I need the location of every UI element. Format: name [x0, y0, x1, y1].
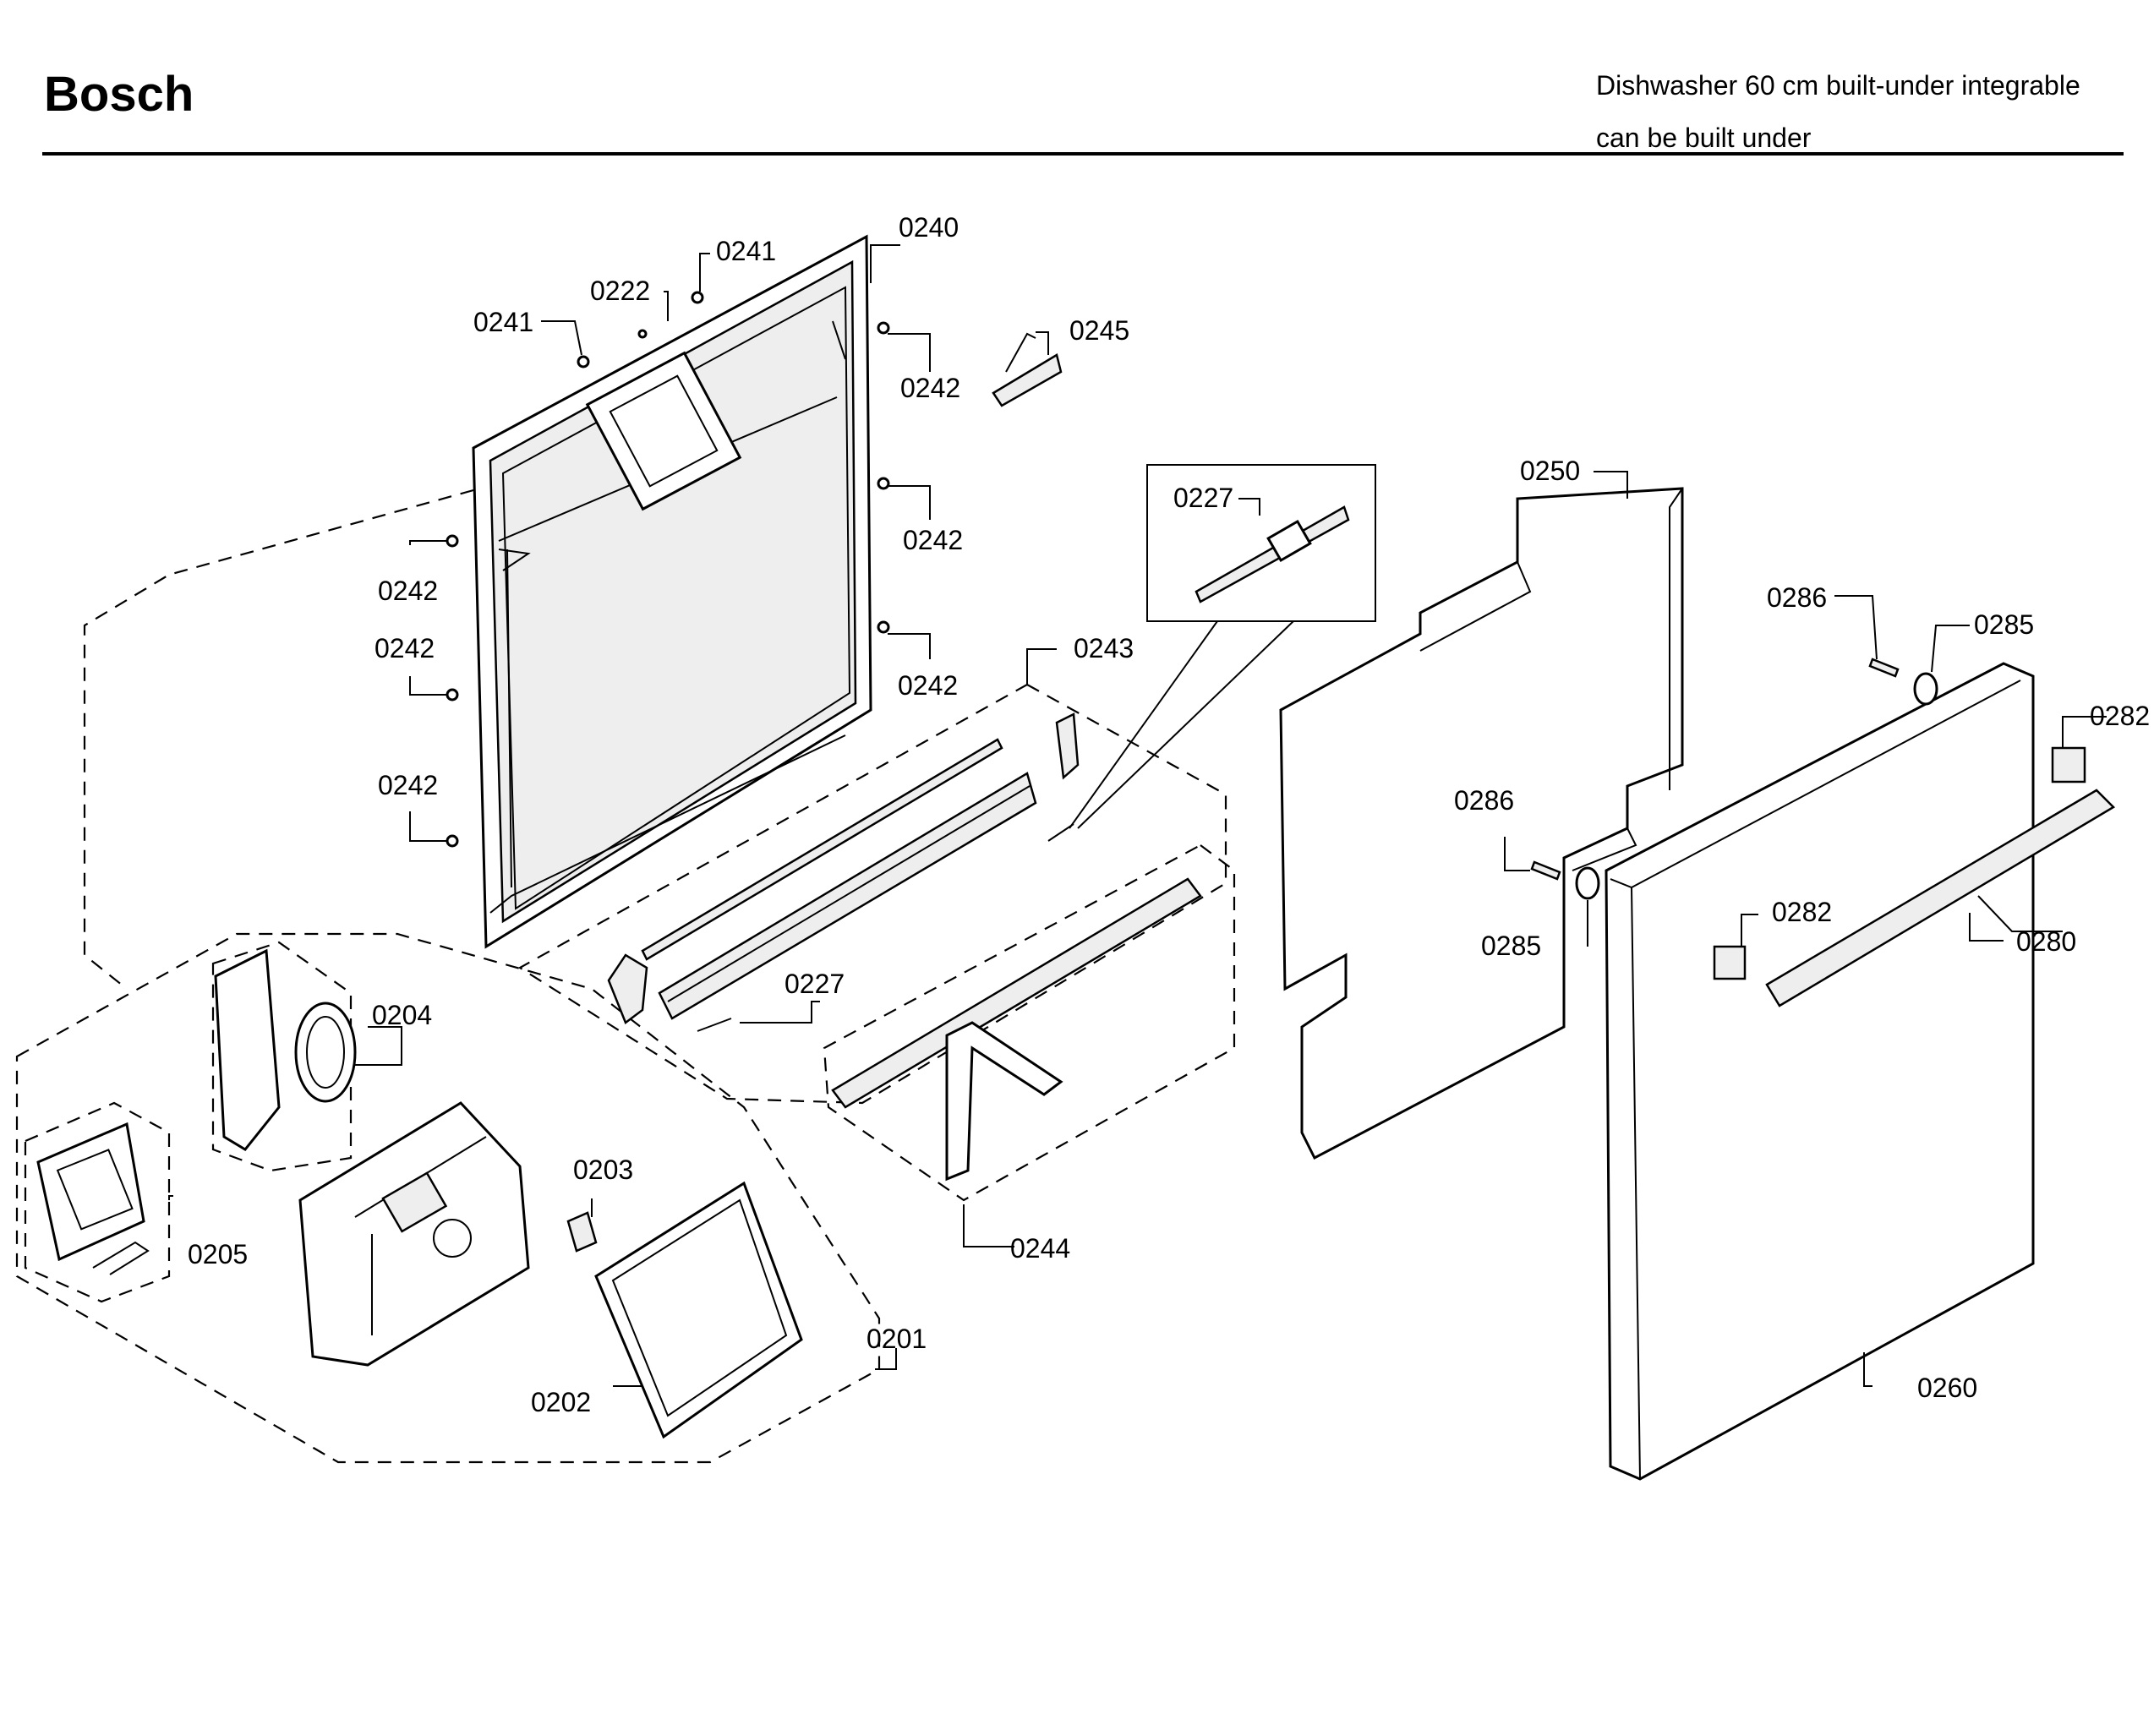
callout-0260: 0260	[1917, 1373, 1977, 1403]
inset-detail-0227	[1069, 464, 1376, 829]
callout-0245: 0245	[1069, 315, 1129, 346]
callout-0242-l1: 0242	[378, 576, 438, 606]
header-divider	[42, 152, 2124, 156]
callout-0201: 0201	[867, 1324, 927, 1354]
callout-labels: 0240 0241 0222 0241 0245 0242 0242 0242 …	[188, 212, 2150, 1417]
door-frame-0202	[594, 1181, 803, 1439]
model-description: Dishwasher 60 cm built-under integrable …	[1596, 59, 2080, 164]
handle-bracket-0282	[1713, 746, 2086, 980]
callout-0240: 0240	[899, 212, 959, 243]
model-description-line2: can be built under	[1596, 123, 1812, 153]
callout-0286-mid: 0286	[1454, 785, 1514, 816]
callout-0282-right: 0282	[2090, 701, 2150, 731]
group-outline-0204	[211, 941, 353, 1172]
leader-lines	[168, 244, 2107, 1387]
group-outline-control-panel	[15, 932, 881, 1464]
control-module-0201	[298, 1101, 530, 1367]
callout-0243: 0243	[1074, 633, 1134, 663]
bar-and-bracket-0244	[831, 877, 1202, 1182]
insulation-panel-0250	[1279, 487, 1684, 1160]
group-outline-0243	[517, 683, 1227, 1105]
callout-0242-r1: 0242	[900, 373, 960, 403]
callout-0244: 0244	[1010, 1233, 1070, 1264]
callout-0286-top: 0286	[1767, 582, 1827, 613]
callout-0203: 0203	[573, 1155, 633, 1185]
group-outline-inner-door	[83, 489, 474, 990]
rail-parts-0243	[607, 712, 1080, 1032]
callout-0204: 0204	[372, 1000, 432, 1030]
screws-0286	[1530, 658, 1900, 881]
group-outline-0244	[823, 843, 1236, 1202]
front-door-panel-0260	[1605, 662, 2035, 1481]
callout-0242-l3: 0242	[378, 770, 438, 800]
callout-0242-r3: 0242	[898, 670, 958, 701]
holder-0204	[214, 948, 357, 1151]
model-description-line1: Dishwasher 60 cm built-under integrable	[1596, 70, 2080, 101]
callout-0242-l2: 0242	[374, 633, 435, 663]
callout-0242-r2: 0242	[903, 525, 963, 555]
panel-0205	[36, 1122, 150, 1275]
callout-0205: 0205	[188, 1239, 248, 1269]
callout-0227-inset: 0227	[1173, 483, 1233, 513]
callout-0202: 0202	[531, 1387, 591, 1417]
small-part-0203	[566, 1211, 598, 1253]
handle-0280	[1765, 789, 2116, 1007]
group-outline-0205	[24, 1101, 171, 1303]
callout-0285-top: 0285	[1974, 609, 2034, 640]
washers-0285	[1575, 672, 1938, 900]
callout-0282-mid: 0282	[1772, 897, 1832, 927]
callout-0285-mid: 0285	[1481, 931, 1541, 961]
callout-0250: 0250	[1520, 456, 1580, 486]
callout-0222: 0222	[590, 276, 650, 306]
brand-title: Bosch	[44, 67, 194, 122]
callout-0241-top: 0241	[716, 236, 776, 266]
inner-door-frame	[472, 234, 872, 949]
latch-part-0245	[992, 332, 1063, 407]
callout-0280: 0280	[2016, 926, 2076, 957]
frame-screws	[446, 291, 890, 848]
callout-0241-left: 0241	[473, 307, 533, 337]
callout-0227-lower: 0227	[785, 969, 845, 999]
